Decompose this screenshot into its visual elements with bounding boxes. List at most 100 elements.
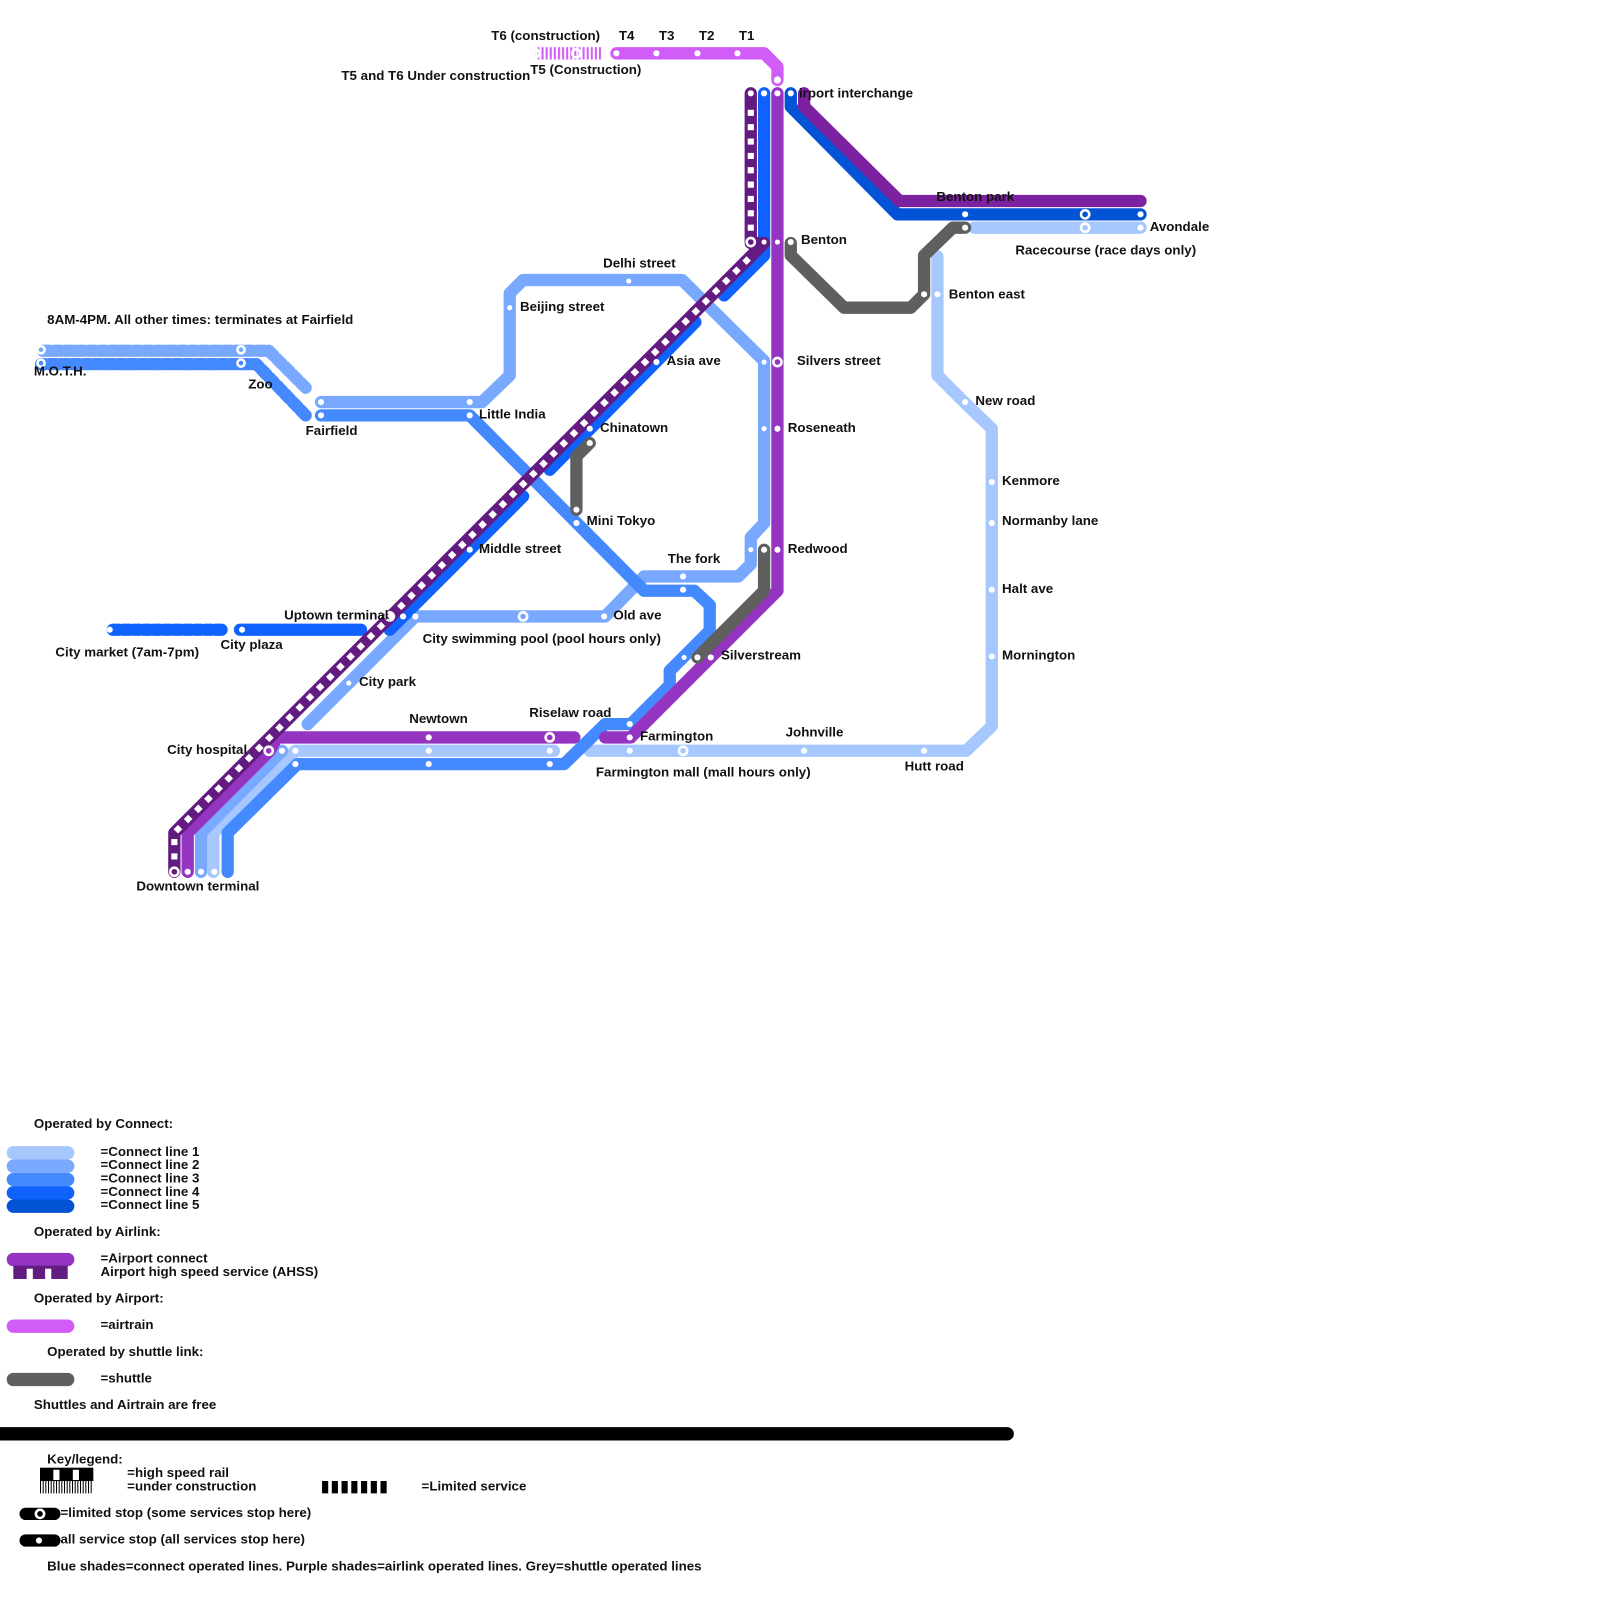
station-asia-ave[interactable] <box>653 358 660 366</box>
station-benton-shuttle[interactable] <box>787 238 794 246</box>
connect-line-3-limited[interactable] <box>34 357 312 422</box>
station-beijing-street[interactable] <box>507 305 513 311</box>
connect-line-4-a[interactable] <box>383 490 530 636</box>
station-fairfield-c2[interactable] <box>317 398 325 406</box>
station-riselaw-c1[interactable] <box>546 747 553 754</box>
station-silverstream-shuttle[interactable] <box>694 654 701 661</box>
shuttle-benton[interactable] <box>784 221 972 314</box>
station-uptown-c4[interactable] <box>400 613 407 620</box>
station-moth-c2[interactable] <box>36 344 46 355</box>
station-redwood-ac[interactable] <box>774 546 781 553</box>
airport-connect-line[interactable] <box>181 87 784 878</box>
station-uptown-ahss[interactable] <box>384 611 396 622</box>
station-racecourse-c1[interactable] <box>1079 222 1091 234</box>
connect-line-4-c[interactable] <box>717 87 771 302</box>
shuttle-redwood[interactable] <box>691 543 771 664</box>
station-redwood-shuttle[interactable] <box>761 546 768 553</box>
station-fairfield-c3[interactable] <box>317 412 325 419</box>
station-t1[interactable] <box>734 50 741 57</box>
airtrain-line[interactable] <box>610 47 784 87</box>
station-city-hospital-c2[interactable] <box>278 747 286 754</box>
station-farmington-c3[interactable] <box>626 721 633 728</box>
station-kenmore[interactable] <box>988 478 995 486</box>
airport-connect-branch[interactable] <box>797 87 1147 208</box>
station-normanby-lane[interactable] <box>988 520 995 527</box>
station-airport-c4[interactable] <box>761 90 768 97</box>
station-benton-ahss[interactable] <box>745 236 757 248</box>
station-zoo-c3[interactable] <box>236 358 246 368</box>
station-t4[interactable] <box>613 50 620 57</box>
station-riselaw-ac[interactable] <box>544 732 556 743</box>
station-the-fork-c2[interactable] <box>680 573 687 580</box>
station-farmington-mall[interactable] <box>677 745 689 757</box>
station-farmington-ac[interactable] <box>626 734 633 741</box>
station-farmington-c1[interactable] <box>626 747 633 754</box>
station-t5[interactable] <box>571 47 582 59</box>
connect-line-1-downtown[interactable] <box>207 757 289 878</box>
station-downtown-c2[interactable] <box>197 868 205 875</box>
station-mornington[interactable] <box>988 653 995 660</box>
station-redwood-c2[interactable] <box>748 547 754 553</box>
station-uptown-c2[interactable] <box>412 613 419 620</box>
station-city-plaza[interactable] <box>238 626 246 633</box>
station-little-india-c2[interactable] <box>466 398 473 406</box>
station-newtown-c3[interactable] <box>425 761 432 768</box>
station-airtrain-interchange[interactable] <box>773 76 782 84</box>
station-benton-park[interactable] <box>962 211 969 218</box>
station-t2[interactable] <box>694 50 701 57</box>
station-hutt-road[interactable] <box>921 747 928 754</box>
station-racecourse-c5[interactable] <box>1079 208 1091 220</box>
station-the-fork-c3[interactable] <box>680 586 687 593</box>
station-city-hospital-c3[interactable] <box>292 761 299 768</box>
station-airport-ac[interactable] <box>774 90 781 97</box>
station-delhi-street[interactable] <box>626 278 632 284</box>
connect-line-4-b[interactable] <box>543 315 702 476</box>
station-middle-street[interactable] <box>466 546 473 553</box>
station-old-ave[interactable] <box>601 613 608 620</box>
station-city-swimming-pool[interactable] <box>517 611 529 622</box>
station-benton-ac[interactable] <box>774 239 780 245</box>
station-benton-east[interactable] <box>934 291 941 298</box>
station-benton-c4[interactable] <box>761 239 767 245</box>
station-downtown-ahss[interactable] <box>168 866 180 878</box>
station-mini-tokyo-shuttle[interactable] <box>573 506 580 513</box>
station-halt-ave[interactable] <box>988 586 995 593</box>
station-city-hospital-ac[interactable] <box>263 745 275 757</box>
station-newtown-c1[interactable] <box>425 747 432 754</box>
station-silverstream-ac[interactable] <box>707 654 714 661</box>
station-t6[interactable] <box>530 47 541 59</box>
connect-line-2-main[interactable] <box>301 273 771 731</box>
station-city-market[interactable] <box>106 626 113 633</box>
station-avondale-c1[interactable] <box>1137 224 1144 231</box>
station-benton-park-shuttle[interactable] <box>962 224 969 231</box>
station-avondale-c5[interactable] <box>1137 211 1144 218</box>
station-airport-ahss[interactable] <box>747 90 754 97</box>
station-t3[interactable] <box>653 50 660 57</box>
station-benton-east-shuttle[interactable] <box>921 291 928 298</box>
connect-line-3[interactable] <box>221 409 716 878</box>
station-mini-tokyo[interactable] <box>573 520 580 527</box>
station-airport-c5[interactable] <box>787 90 794 97</box>
station-downtown-c1[interactable] <box>211 868 218 875</box>
station-zoo-c2[interactable] <box>236 344 246 355</box>
station-city-park[interactable] <box>346 680 352 686</box>
station-little-india-c3[interactable] <box>466 412 473 419</box>
station-downtown-ac[interactable] <box>184 868 191 875</box>
station-newtown-ac[interactable] <box>425 734 432 741</box>
station-moth-c3[interactable] <box>36 358 46 368</box>
station-silvers-street-ac[interactable] <box>772 356 783 368</box>
station-silvers-street-c2[interactable] <box>761 359 767 365</box>
station-chinatown[interactable] <box>586 425 593 432</box>
connect-line-2-limited[interactable] <box>34 344 312 394</box>
station-silverstream-c3[interactable] <box>681 654 687 660</box>
connect-line-2[interactable] <box>194 744 289 878</box>
station-new-road[interactable] <box>962 398 969 406</box>
station-chinatown-shuttle[interactable] <box>586 440 593 447</box>
station-roseneath-c2[interactable] <box>761 426 767 432</box>
shuttle-chinatown[interactable] <box>570 436 596 516</box>
station-johnville[interactable] <box>801 747 808 754</box>
station-riselaw-c3[interactable] <box>546 761 553 768</box>
station-city-hospital-c1[interactable] <box>292 747 299 754</box>
station-roseneath-ac[interactable] <box>774 425 781 432</box>
connect-line-5[interactable] <box>784 87 1147 221</box>
